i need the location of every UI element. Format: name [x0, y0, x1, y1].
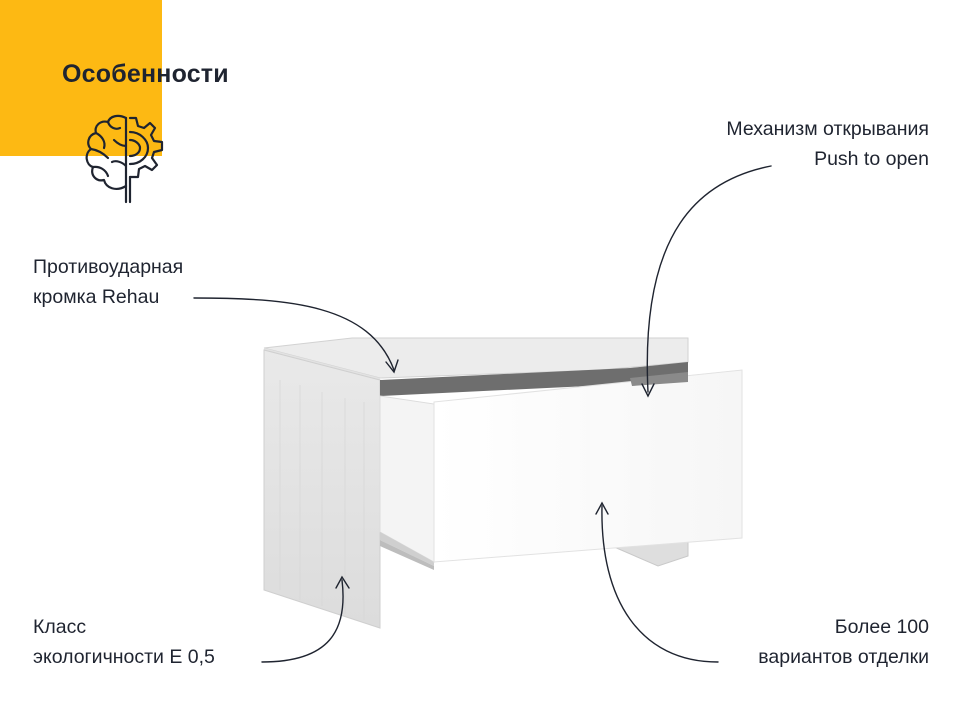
page-title: Особенности [62, 60, 229, 88]
drawer-front [433, 369, 743, 563]
callout-variants-line1: Более 100 [834, 616, 929, 638]
callout-edge-line2: кромка Rehau [33, 286, 160, 308]
callout-variants-line2: вариантов отделки [758, 646, 929, 668]
callout-push-line2: Push to open [814, 148, 929, 170]
callout-eco: Класс экологичности Е 0,5 [33, 612, 215, 672]
callout-eco-line1: Класс [33, 616, 87, 638]
callout-edge-line1: Противоударная [33, 256, 184, 278]
callout-edge: Противоударная кромка Rehau [33, 252, 183, 312]
callout-variants: Более 100 вариантов отделки [758, 612, 929, 672]
accent-block [0, 0, 162, 156]
callout-eco-line2: экологичности Е 0,5 [33, 646, 215, 668]
callout-push: Механизм открывания Push to open [726, 114, 929, 174]
callout-push-line1: Механизм открывания [726, 118, 929, 140]
brain-gear-icon [85, 114, 164, 204]
